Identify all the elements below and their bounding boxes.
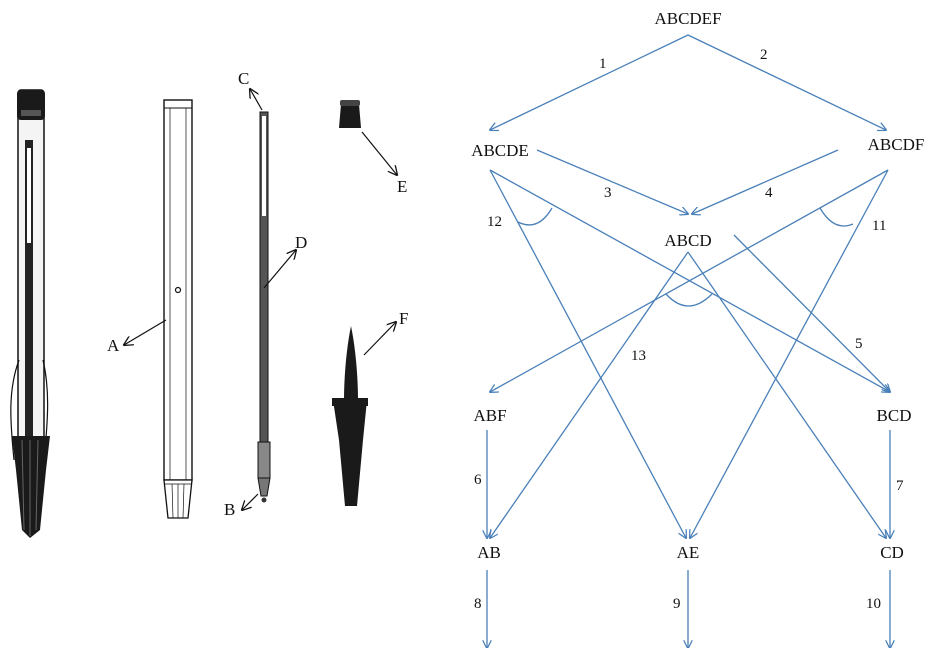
edge-label-2: 2 [760, 47, 768, 63]
callout-label-f: F [399, 309, 408, 328]
callout-f: F [363, 309, 408, 356]
edge-label-1: 1 [599, 56, 607, 72]
edge-13a [490, 251, 689, 538]
edge-1 [490, 34, 689, 130]
callout-label-a: A [107, 336, 120, 355]
edge-label-4: 4 [765, 185, 773, 201]
callout-label-b: B [224, 500, 235, 519]
node-abcdf: ABCDF [868, 135, 925, 154]
edge-label-12: 12 [487, 214, 502, 230]
pen-barrel [163, 99, 193, 519]
edge-4 [692, 149, 839, 214]
edge-13b [687, 251, 886, 538]
node-abcde: ABCDE [471, 141, 529, 160]
assembled-pen [10, 89, 50, 538]
callout-c: C [238, 69, 263, 111]
node-ae: AE [677, 543, 700, 562]
node-cd: CD [880, 543, 904, 562]
tree-nodes: ABCDEF ABCDE ABCDF ABCD ABF BCD AB AE CD [471, 9, 924, 562]
edge-labels: 1 2 3 4 5 6 7 8 9 10 11 12 13 [474, 47, 904, 612]
ink-refill [257, 111, 271, 503]
callout-label-c: C [238, 69, 249, 88]
angle-arc-12 [517, 207, 553, 226]
edge-5 [733, 234, 890, 392]
callout-e: E [361, 131, 407, 196]
callout-label-d: D [295, 233, 307, 252]
edge-12a [489, 169, 686, 538]
node-abf: ABF [473, 406, 506, 425]
node-abcd: ABCD [664, 231, 711, 250]
angle-arc-11 [819, 207, 854, 227]
edge-label-11: 11 [872, 218, 886, 234]
node-bcd: BCD [877, 406, 912, 425]
angle-arc-13 [665, 293, 713, 307]
node-ab: AB [477, 543, 501, 562]
edge-11b [690, 169, 889, 538]
edge-label-7: 7 [896, 478, 904, 494]
end-plug [339, 100, 361, 128]
tree-edges [487, 34, 890, 648]
callout-b: B [224, 493, 259, 519]
callout-a: A [107, 319, 167, 355]
edge-label-3: 3 [604, 185, 612, 201]
callout-d: D [263, 233, 307, 289]
edge-label-6: 6 [474, 472, 482, 488]
callout-label-e: E [397, 177, 407, 196]
pen-cap [332, 326, 368, 506]
edge-label-9: 9 [673, 596, 681, 612]
edge-2 [687, 34, 886, 130]
edge-label-8: 8 [474, 596, 482, 612]
edge-3 [536, 149, 688, 214]
edge-label-13: 13 [631, 348, 646, 364]
node-abcdef: ABCDEF [654, 9, 721, 28]
edge-label-10: 10 [866, 596, 881, 612]
edge-label-5: 5 [855, 336, 863, 352]
edge-11a [490, 169, 889, 392]
